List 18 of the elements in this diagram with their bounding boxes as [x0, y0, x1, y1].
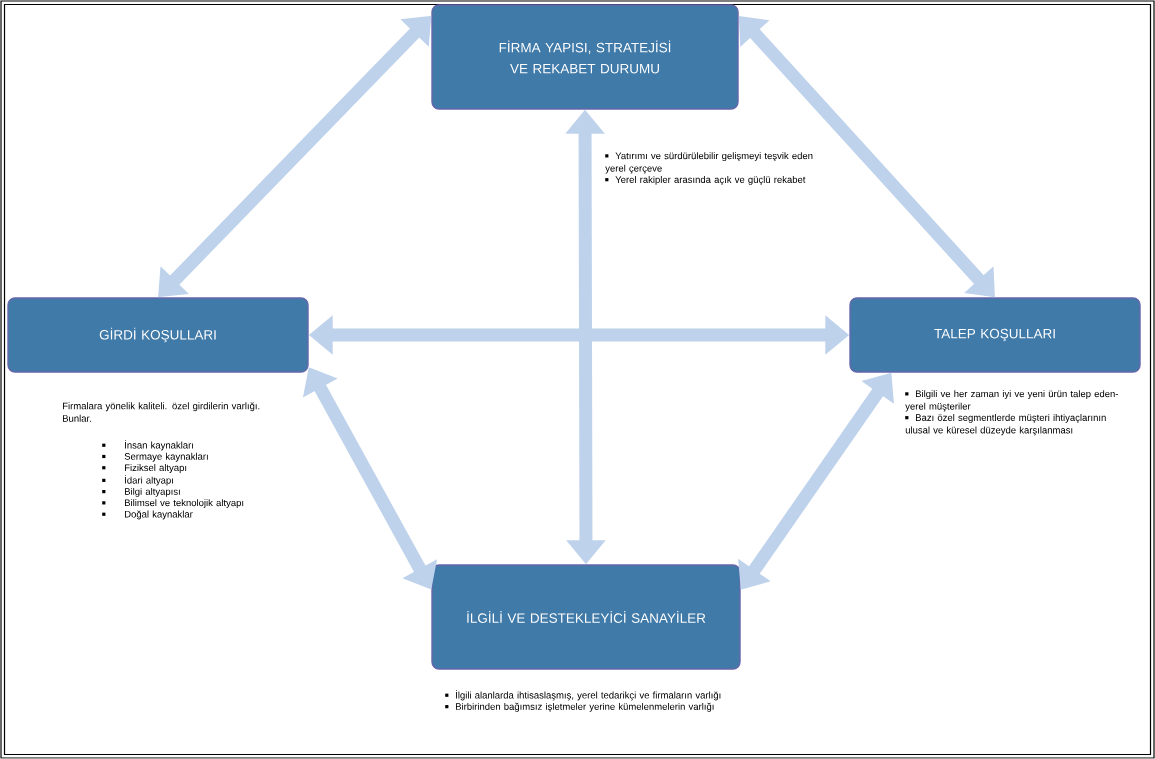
bullet-item: İnsan kaynakları [102, 440, 193, 451]
bullet-item: Bilimsel ve teknolojik altyapı [102, 499, 244, 509]
process-box: FİRMA YAPISI, STRATEJİSİ VE REKABET DURUMU [431, 4, 739, 110]
bullet-item: Bazı özel segmentlerde müşteri ihtiyaçlarının ulusal ve küresel düzeyde karşılanması [905, 414, 1106, 436]
process-box: TALEP KOŞULLARI [849, 297, 1141, 373]
bullet-item: Yerel rakipler arasında açık ve güçlü rekabet [605, 176, 806, 185]
bullet-item: İdari altyapı [102, 475, 173, 486]
bullet-item: Birbirinden bağımsız işletmeler yerine kümelenmelerin varlığı [445, 702, 714, 712]
bullet-item: Sermaye kaynakları [102, 452, 208, 462]
bullet-item: Doğal kaynaklar [102, 510, 193, 520]
process-box: GİRDİ KOŞULLARI [7, 297, 309, 373]
bullet-item: Fiziksel altyapı [102, 464, 187, 473]
bullet-item: Yatırımı ve sürdürülebilir gelişmeyi teşvik eden yerel çerçeve [605, 152, 813, 174]
bullet-item: Bilgili ve her zaman iyi ve yeni ürün talep eden-yerel müşteriler [905, 390, 1119, 412]
bullet-item: İlgili alanlarda ihtisaslaşmış, yerel tedarikçi ve firmaların varlığı [445, 690, 721, 701]
bullet-item: Bilgi altyapısı [102, 487, 180, 497]
note-text: Firmalara yönelik kaliteli. özel girdilerin varlığı. Bunlar. [63, 402, 260, 422]
process-box: İLGİLİ VE DESTEKLEYİCİ SANAYİLER [431, 564, 741, 670]
